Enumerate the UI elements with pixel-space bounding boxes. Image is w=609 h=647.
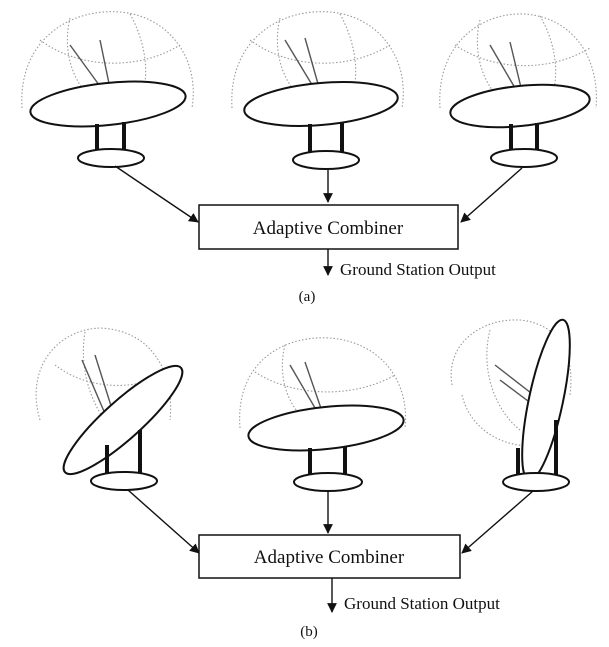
ground-station-output-label-a: Ground Station Output [340, 260, 496, 279]
antenna-b2 [239, 337, 407, 492]
adaptive-combiner-box-b [198, 534, 461, 579]
arrow-b3 [461, 490, 534, 554]
antenna-b1 [35, 327, 184, 491]
antenna-a3 [439, 13, 597, 168]
arrow-a1 [114, 165, 199, 223]
panel-a: Adaptive Combiner Ground Station Output … [21, 11, 597, 305]
caption-b: (b) [300, 624, 318, 640]
adaptive-combiner-label-a: Adaptive Combiner [253, 218, 404, 239]
ground-station-output-label-b: Ground Station Output [344, 594, 500, 613]
arrow-a3 [460, 167, 523, 223]
antenna-a1 [21, 11, 194, 168]
adaptive-combiner-label-b: Adaptive Combiner [254, 547, 405, 568]
antenna-b3 [450, 318, 572, 492]
panel-b: Adaptive Combiner Ground Station Output … [35, 318, 572, 640]
adaptive-combiner-box-a [198, 204, 459, 250]
caption-a: (a) [299, 289, 316, 305]
arrow-b1 [127, 489, 200, 554]
antenna-a2 [231, 11, 404, 170]
